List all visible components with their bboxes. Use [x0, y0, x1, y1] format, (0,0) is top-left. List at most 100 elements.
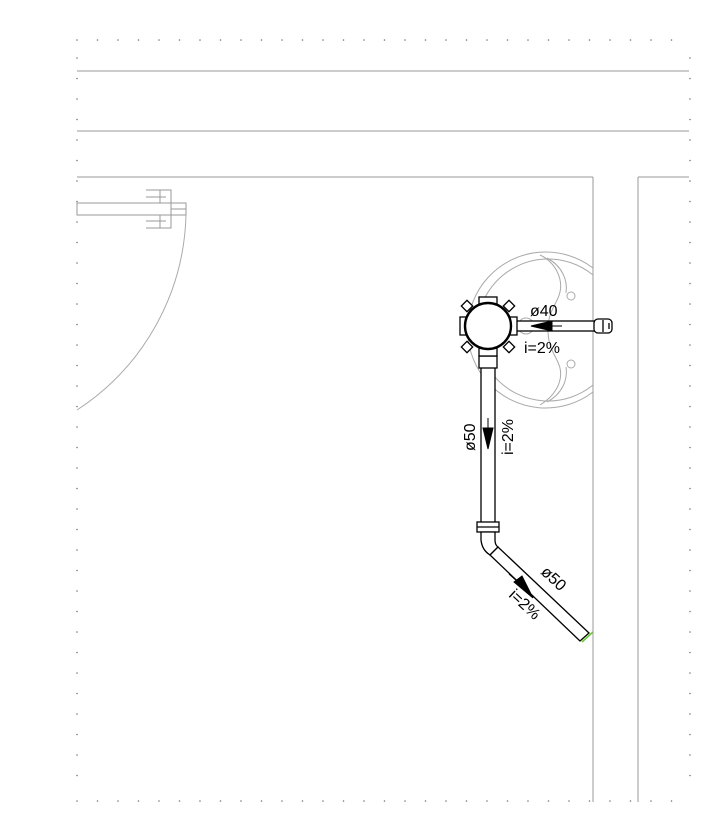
grid-dot: [689, 426, 691, 428]
vertical-diameter-label: ø50: [462, 423, 479, 451]
grid-dot: [76, 57, 78, 59]
flow-arrow-branch-icon: [530, 320, 562, 332]
grid-dot: [689, 200, 691, 203]
grid-dot: [689, 590, 691, 592]
grid-dot: [76, 569, 78, 572]
grid-dot: [689, 118, 691, 121]
grid-dot: [76, 774, 78, 777]
grid-dot: [76, 385, 78, 387]
grid-dot: [689, 364, 691, 367]
pipe-socket-top: [478, 355, 498, 369]
grid-dot: [76, 754, 78, 756]
grid-dot: [219, 39, 222, 41]
grid-dot: [689, 487, 691, 490]
grid-dot: [281, 800, 283, 802]
grid-dot: [76, 631, 78, 633]
grid-dot: [76, 344, 78, 346]
grid-dot: [689, 692, 691, 695]
grid-dot: [158, 800, 160, 802]
grid-dot: [506, 800, 509, 802]
grid-dot: [689, 713, 691, 715]
grid-dot: [281, 39, 283, 41]
grid-dot: [76, 549, 78, 551]
grid-dot: [363, 39, 365, 41]
grid-dot: [689, 159, 691, 162]
grid-dot: [240, 800, 242, 802]
grid-dot: [445, 39, 447, 41]
grid-dot: [689, 405, 691, 408]
grid-dot: [342, 800, 345, 802]
grid-dot: [301, 800, 304, 802]
grid-dot: [689, 139, 691, 141]
door-leaf: [76, 202, 187, 216]
grid-dot: [506, 39, 509, 41]
grid-dot: [76, 426, 78, 428]
grid-dot: [689, 98, 691, 100]
grid-dot: [76, 118, 78, 121]
grid-dot: [629, 39, 632, 41]
grid-dot: [689, 774, 691, 777]
grid-dot: [76, 282, 78, 285]
grid-dot: [158, 39, 160, 41]
grid-dot: [322, 39, 324, 41]
room-walls: [77, 70, 689, 802]
grid-dot: [650, 800, 652, 802]
grid-dot: [689, 508, 691, 510]
grid-dot: [76, 77, 78, 80]
branch-diameter-label: ø40: [530, 303, 558, 320]
grid-dot: [445, 800, 447, 802]
grid-dot: [383, 39, 386, 41]
diagonal-pipe-50: [489, 546, 590, 642]
grid-dot: [689, 754, 691, 756]
grid-dot: [568, 800, 570, 802]
grid-dot: [260, 800, 263, 802]
grid-dot: [689, 569, 691, 572]
riser-connection-accent: [581, 631, 594, 643]
grid-dot: [689, 733, 691, 736]
grid-dot: [76, 323, 78, 326]
grid-dot: [527, 800, 529, 802]
grid-dot: [137, 800, 140, 802]
grid-dot: [76, 405, 78, 408]
grid-dot: [76, 487, 78, 490]
grid-dot: [689, 528, 691, 531]
grid-dot: [424, 800, 427, 802]
grid-dot: [689, 385, 691, 387]
grid-dot: [689, 221, 691, 223]
grid-dot: [689, 610, 691, 613]
grid-dot: [76, 262, 78, 264]
grid-dot: [689, 672, 691, 674]
grid-dot: [689, 549, 691, 551]
grid-dot: [650, 39, 652, 41]
grid-dot: [96, 39, 99, 41]
grid-dot: [117, 800, 119, 802]
grid-dot: [383, 800, 386, 802]
grid-dot: [670, 800, 673, 802]
grid-dot: [588, 39, 591, 41]
grid-dot: [76, 733, 78, 736]
grid-dot: [568, 39, 570, 41]
grid-dot: [76, 713, 78, 715]
grid-dot: [486, 800, 488, 802]
grid-dot: [76, 364, 78, 367]
flow-arrow-vertical-icon: [482, 418, 494, 450]
grid-dot: [689, 77, 691, 80]
grid-dot: [96, 800, 99, 802]
grid-dot: [689, 446, 691, 449]
grid-dot: [76, 200, 78, 203]
grid-dot: [609, 39, 611, 41]
grid-dot: [609, 800, 611, 802]
grid-dot: [240, 39, 242, 41]
grid-dot: [76, 672, 78, 674]
grid-dot: [689, 57, 691, 59]
grid-dot: [199, 800, 201, 802]
grid-dot: [178, 39, 181, 41]
grid-dot: [76, 590, 78, 592]
grid-dot: [404, 800, 406, 802]
grid-dot: [404, 39, 406, 41]
grid-dot: [76, 446, 78, 449]
grid-dot: [424, 39, 427, 41]
grid-dot: [689, 241, 691, 244]
